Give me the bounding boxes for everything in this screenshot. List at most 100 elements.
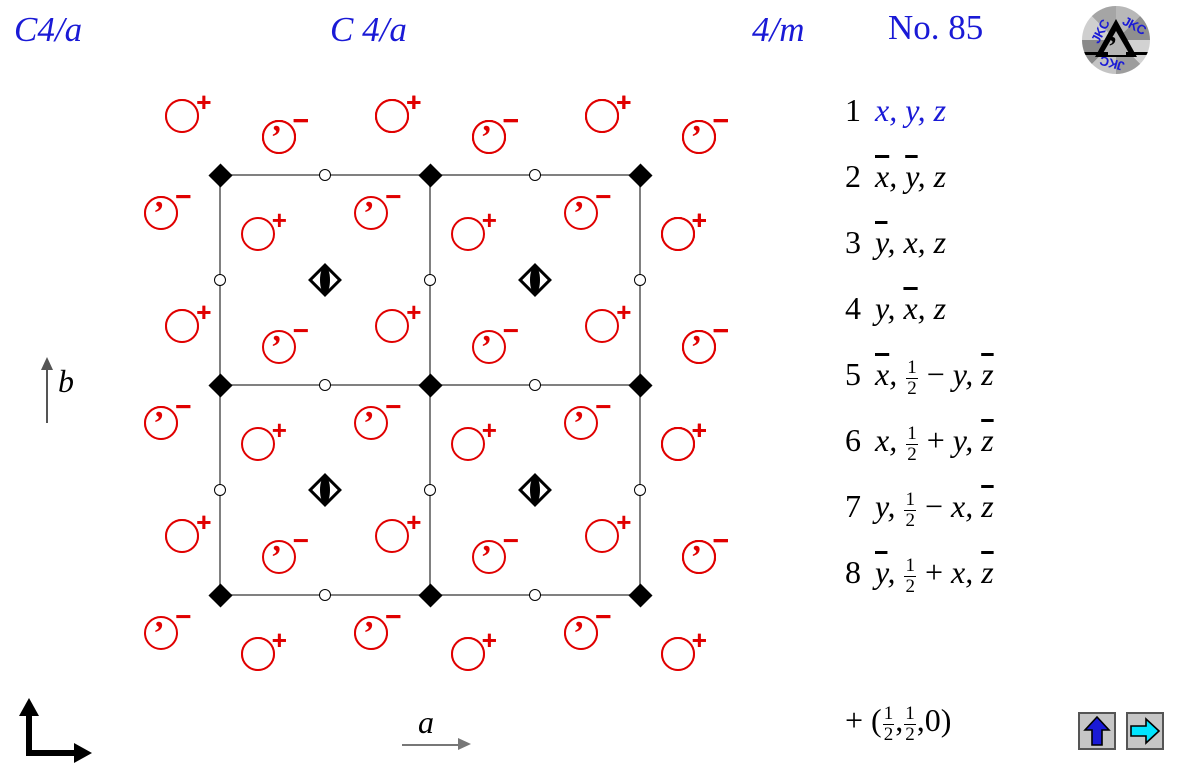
- z-plus-sign: +: [691, 204, 707, 235]
- two-fold-axis-symbol: [424, 484, 436, 496]
- z-plus-sign: +: [406, 87, 422, 118]
- general-position-minus: ’−: [354, 602, 402, 650]
- z-plus-sign: +: [481, 624, 497, 655]
- general-position-minus: ’−: [681, 527, 729, 575]
- general-position-circle-icon: [564, 195, 599, 230]
- z-plus-sign: +: [616, 87, 632, 118]
- z-minus-sign: −: [712, 525, 730, 557]
- z-plus-sign: +: [616, 87, 632, 118]
- general-position-plus: +: [165, 509, 211, 554]
- jkc-logo: JKC JKC JKC ’: [1082, 6, 1150, 74]
- four-bar-four-fold-axis-symbol: [627, 162, 653, 188]
- z-plus-sign: +: [481, 624, 497, 655]
- four-bar-lens-icon: [530, 476, 540, 504]
- general-position-circle-icon: [564, 615, 599, 650]
- general-position-minus: ’−: [681, 107, 729, 157]
- z-minus-sign: −: [712, 315, 730, 347]
- z-minus-sign: −: [502, 105, 520, 137]
- enantiomorph-comma-icon: ’: [270, 329, 283, 367]
- general-position-circle-icon: [144, 405, 179, 440]
- general-position-minus: ’−: [681, 317, 729, 365]
- z-minus-sign: −: [712, 315, 730, 347]
- z-minus-sign: −: [292, 105, 310, 137]
- enantiomorph-comma-icon: ’: [270, 119, 283, 157]
- four-bar-axis-symbol: [518, 263, 552, 297]
- enantiomorph-comma-icon: ’: [690, 119, 703, 157]
- four-bar-axis-symbol: [308, 263, 342, 297]
- z-minus-sign: −: [175, 180, 192, 212]
- general-position-plus: +: [660, 417, 707, 461]
- operation-number: 4: [845, 290, 861, 326]
- operation-expression: x, y, z: [875, 92, 947, 128]
- z-minus-sign: −: [292, 525, 310, 557]
- logo-comma-icon: ’: [1108, 32, 1118, 63]
- general-position-plus: +: [165, 299, 211, 344]
- z-plus-sign: +: [196, 297, 212, 328]
- z-minus-sign: −: [502, 315, 520, 347]
- point-group-label: 4/m: [752, 10, 805, 49]
- z-minus-sign: −: [385, 180, 402, 212]
- z-minus-sign: −: [175, 600, 192, 632]
- general-position-plus: +: [375, 299, 421, 344]
- general-position-plus: +: [240, 207, 287, 251]
- enantiomorph-comma-icon: ’: [153, 194, 165, 232]
- operation-number: 6: [845, 422, 861, 458]
- general-position-circle-icon: [471, 120, 506, 155]
- general-position-circle-icon: [450, 426, 485, 461]
- z-plus-sign: +: [616, 297, 632, 328]
- logo-bar-left-icon: [1082, 52, 1108, 55]
- z-minus-sign: −: [292, 105, 310, 137]
- z-plus-sign: +: [406, 87, 422, 118]
- general-position-circle-icon: [375, 309, 410, 344]
- general-position-circle-icon: [261, 540, 296, 575]
- right-arrow-icon: [1130, 717, 1161, 745]
- four-bar-axis-symbol: [308, 473, 342, 507]
- z-plus-sign: +: [691, 204, 707, 235]
- z-plus-sign: +: [406, 507, 422, 538]
- z-minus-sign: −: [292, 315, 310, 347]
- two-fold-axis-symbol: [214, 274, 226, 286]
- nav-up-button[interactable]: [1078, 712, 1116, 750]
- z-minus-sign: −: [595, 600, 612, 632]
- b-axis-arrowhead-icon: [41, 357, 53, 370]
- z-minus-sign: −: [595, 180, 612, 212]
- nav-right-button[interactable]: [1126, 712, 1164, 750]
- b-axis-label: b: [58, 363, 74, 399]
- z-minus-sign: −: [385, 390, 402, 422]
- z-minus-sign: −: [175, 390, 192, 422]
- two-fold-axis-symbol: [319, 169, 331, 181]
- enantiomorph-comma-icon: ’: [573, 614, 585, 652]
- general-position-plus: +: [585, 89, 631, 134]
- general-position-circle-icon: [240, 426, 275, 461]
- enantiomorph-comma-icon: ’: [363, 404, 375, 442]
- z-minus-sign: −: [502, 105, 520, 137]
- z-plus-sign: +: [481, 204, 497, 235]
- page-title-hm-full: C 4/a: [330, 10, 407, 49]
- two-fold-axis-symbol: [529, 379, 541, 391]
- z-minus-sign: −: [502, 105, 520, 137]
- general-position-circle-icon: [240, 636, 275, 671]
- general-position-circle-icon: [354, 615, 389, 650]
- z-minus-sign: −: [712, 105, 730, 137]
- z-plus-sign: +: [406, 87, 422, 118]
- general-position-circle-icon: [660, 636, 695, 671]
- enantiomorph-comma-icon: ’: [153, 614, 165, 652]
- z-minus-sign: −: [595, 390, 612, 422]
- z-plus-sign: +: [481, 414, 497, 445]
- general-position-circle-icon: [471, 330, 506, 365]
- enantiomorph-comma-icon: ’: [480, 119, 493, 157]
- up-arrow-icon: [1083, 715, 1111, 746]
- z-plus-sign: +: [691, 624, 707, 655]
- general-position-minus: ’−: [144, 602, 192, 652]
- z-plus-sign: +: [271, 624, 287, 655]
- general-position-minus: ’−: [261, 107, 309, 157]
- general-position-circle-icon: [261, 330, 296, 365]
- general-position-minus: ’−: [471, 527, 519, 575]
- general-position-circle-icon: [450, 216, 485, 251]
